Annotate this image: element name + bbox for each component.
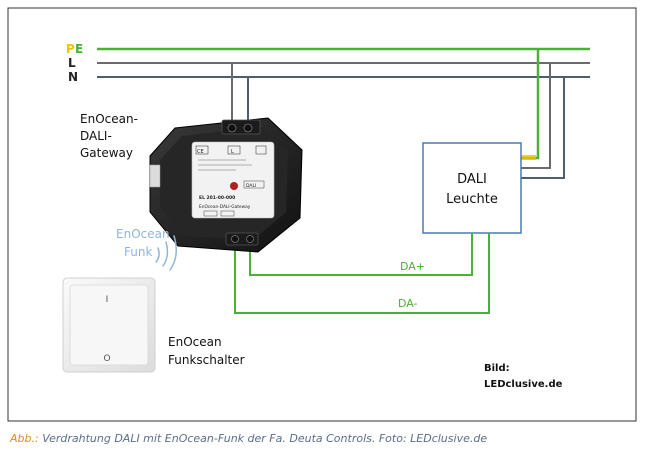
gateway-label-line2: DALI-: [80, 129, 112, 143]
switch-symbol-off: O: [103, 354, 110, 364]
l-label: L: [68, 56, 76, 70]
gateway-device: CE L DALI EL 201-00-000 EnOcean-DALI-Gat…: [149, 117, 303, 253]
gateway-label-plate: [191, 141, 275, 219]
gateway-led: [230, 182, 238, 190]
caption-text: Verdrahtung DALI mit EnOcean-Funk der Fa…: [38, 432, 488, 445]
dali-luminaire-box: [422, 142, 522, 234]
da-plus-label: DA+: [400, 260, 425, 273]
dali-n-wire: [521, 77, 565, 179]
pe-label-p: P: [66, 42, 75, 56]
switch-label-line1: EnOcean: [168, 335, 222, 349]
pe-label-e: E: [75, 42, 83, 56]
dali-box-line2: Leuchte: [446, 192, 498, 207]
credit-line1: Bild:: [484, 363, 510, 374]
credit-line2: LEDclusive.de: [484, 379, 563, 390]
pe-yellow-stripe: [522, 155, 536, 160]
dali-l-wire: [521, 63, 551, 169]
da-minus-wire: [234, 233, 490, 314]
switch-label-line2: Funkschalter: [168, 353, 245, 367]
da-minus-label: DA-: [398, 297, 418, 310]
n-label: N: [68, 70, 78, 84]
gateway-part-no: EL 201-00-000: [199, 195, 235, 201]
radio-label-line1: EnOcean: [116, 227, 170, 241]
gateway-l-mark: L: [231, 149, 234, 155]
gateway-model: EnOcean-DALI-Gateway: [199, 204, 251, 210]
radio-waves-icon: [155, 235, 177, 271]
da-plus-wire: [249, 233, 473, 276]
figure-caption: Abb.: Verdrahtung DALI mit EnOcean-Funk …: [10, 432, 645, 445]
gateway-label-line1: EnOcean-: [80, 112, 138, 126]
dali-box-line1: DALI: [457, 172, 487, 187]
gateway-label-line3: Gateway: [80, 146, 133, 160]
switch-symbol-on: I: [106, 295, 109, 305]
enocean-switch: I O: [62, 277, 156, 373]
radio-label-line2: Funk: [124, 245, 152, 259]
caption-prefix: Abb.:: [10, 432, 39, 445]
gateway-dali-mark: DALI: [246, 183, 256, 189]
gateway-top-terminal: [221, 119, 261, 135]
gateway-ce-mark: CE: [197, 149, 204, 155]
